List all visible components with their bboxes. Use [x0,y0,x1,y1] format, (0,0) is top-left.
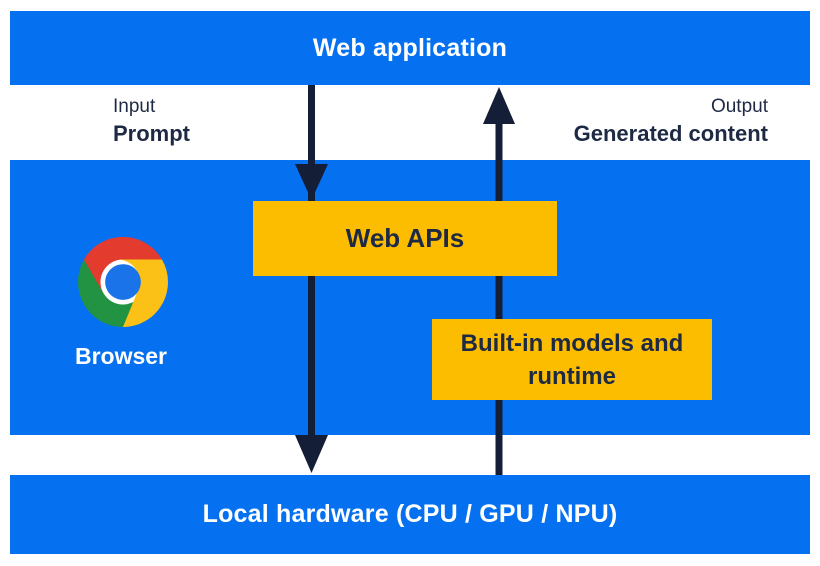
local-hardware-label: Local hardware (CPU / GPU / NPU) [202,500,618,528]
output-flow-label: Output Generated content [574,94,768,148]
output-generated-content-label: Generated content [573,121,768,146]
web-application-label: Web application [312,33,508,62]
output-caption: Output [710,96,768,117]
local-hardware-band: Local hardware (CPU / GPU / NPU) [10,475,810,554]
web-application-band: Web application [10,11,810,85]
chrome-logo-icon [78,237,168,327]
input-prompt-label: Prompt [113,121,190,146]
web-apis-box: Web APIs [253,201,557,276]
up-arrow-icon [483,87,515,475]
input-flow-label: Input Prompt [113,94,190,148]
web-apis-label: Web APIs [345,223,465,253]
browser-label: Browser [74,343,168,369]
builtin-models-label: Built-in models and runtime [460,329,684,390]
builtin-models-box: Built-in models and runtime [432,319,712,400]
down-arrow-icon [295,85,328,473]
input-caption: Input [113,96,156,117]
